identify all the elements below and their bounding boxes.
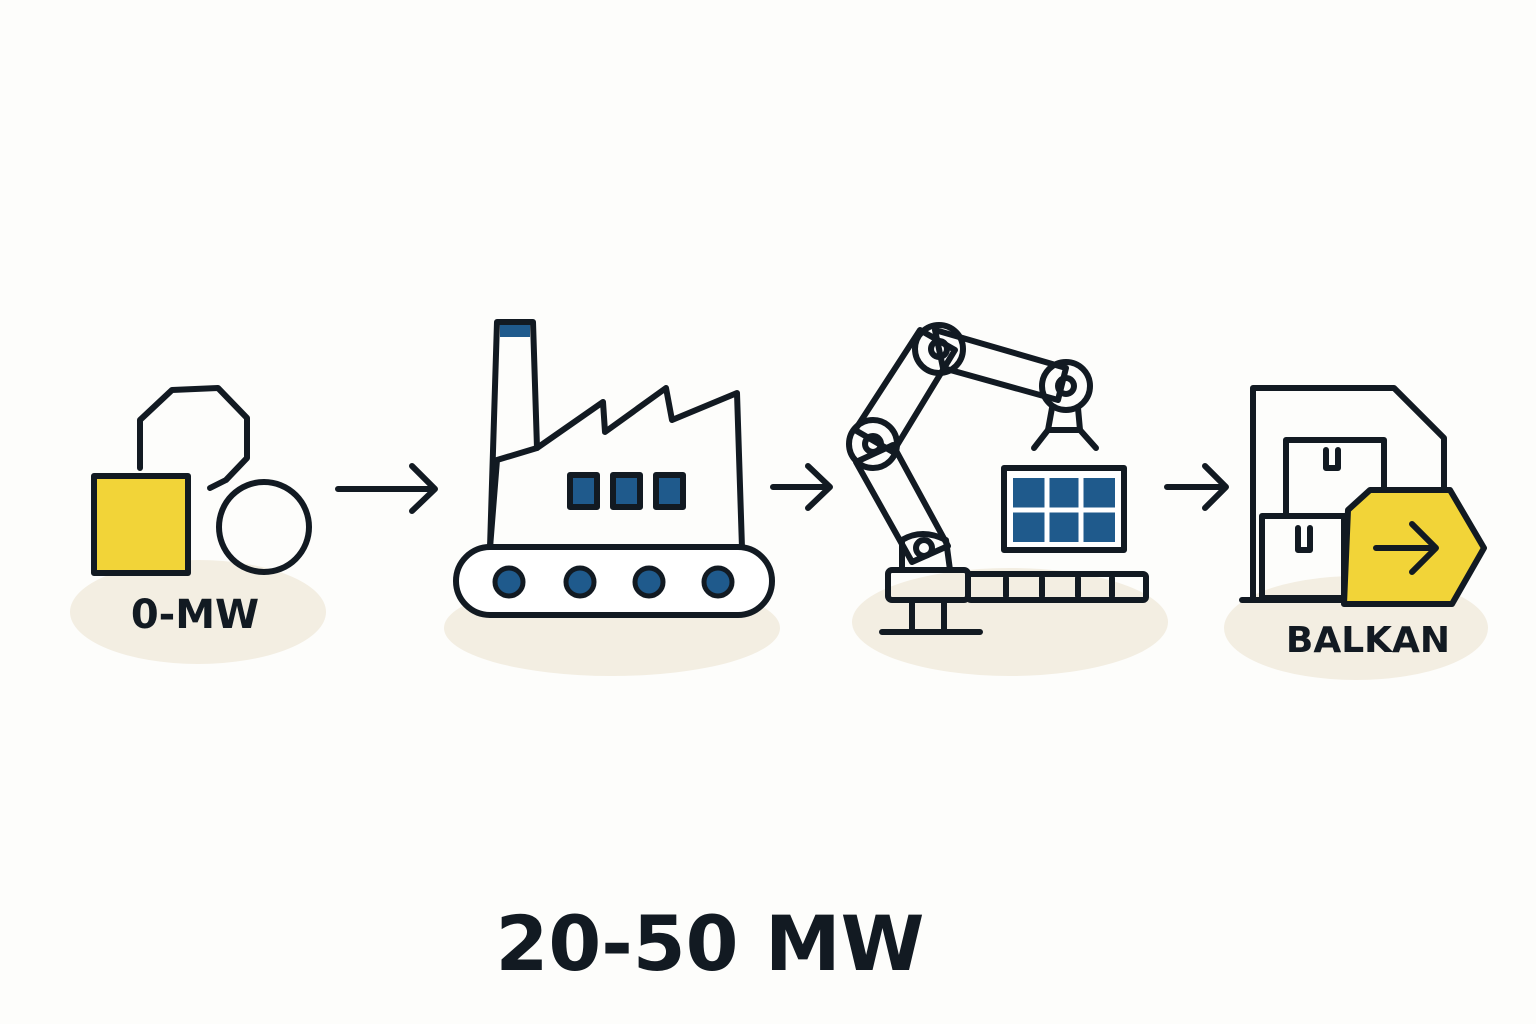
stage-label-raw-materials: 0-MW <box>131 592 259 638</box>
conveyor-roller <box>701 565 735 599</box>
stage-factory <box>444 319 780 676</box>
conveyor-roller <box>492 565 526 599</box>
robot-arm-icon <box>846 322 1149 635</box>
stage-shipping: BALKAN <box>1224 385 1488 680</box>
capacity-label: 20-50 MW <box>496 899 925 988</box>
chimney-band <box>500 325 530 337</box>
raw-materials-icon <box>91 385 312 576</box>
factory-icon <box>453 319 775 618</box>
arrow-right-icon <box>335 463 438 514</box>
stage-robotic-assembly <box>846 322 1168 676</box>
conveyor-belt <box>453 544 775 618</box>
factory-window <box>610 472 643 510</box>
arrow-right-icon <box>1164 463 1229 511</box>
conveyor-roller <box>563 565 597 599</box>
shipping-box-icon <box>1239 385 1487 607</box>
yellow-block <box>91 473 191 576</box>
stage-shadow <box>70 560 326 664</box>
stage-label-shipping: BALKAN <box>1286 620 1450 661</box>
conveyor-roller <box>632 565 666 599</box>
stage-shadow <box>852 568 1168 676</box>
stage-raw-materials: 0-MW <box>70 385 326 664</box>
factory-window <box>653 472 686 510</box>
arrow-right-icon <box>770 463 833 511</box>
factory-window <box>567 472 600 510</box>
assembly-rail <box>965 571 1149 603</box>
